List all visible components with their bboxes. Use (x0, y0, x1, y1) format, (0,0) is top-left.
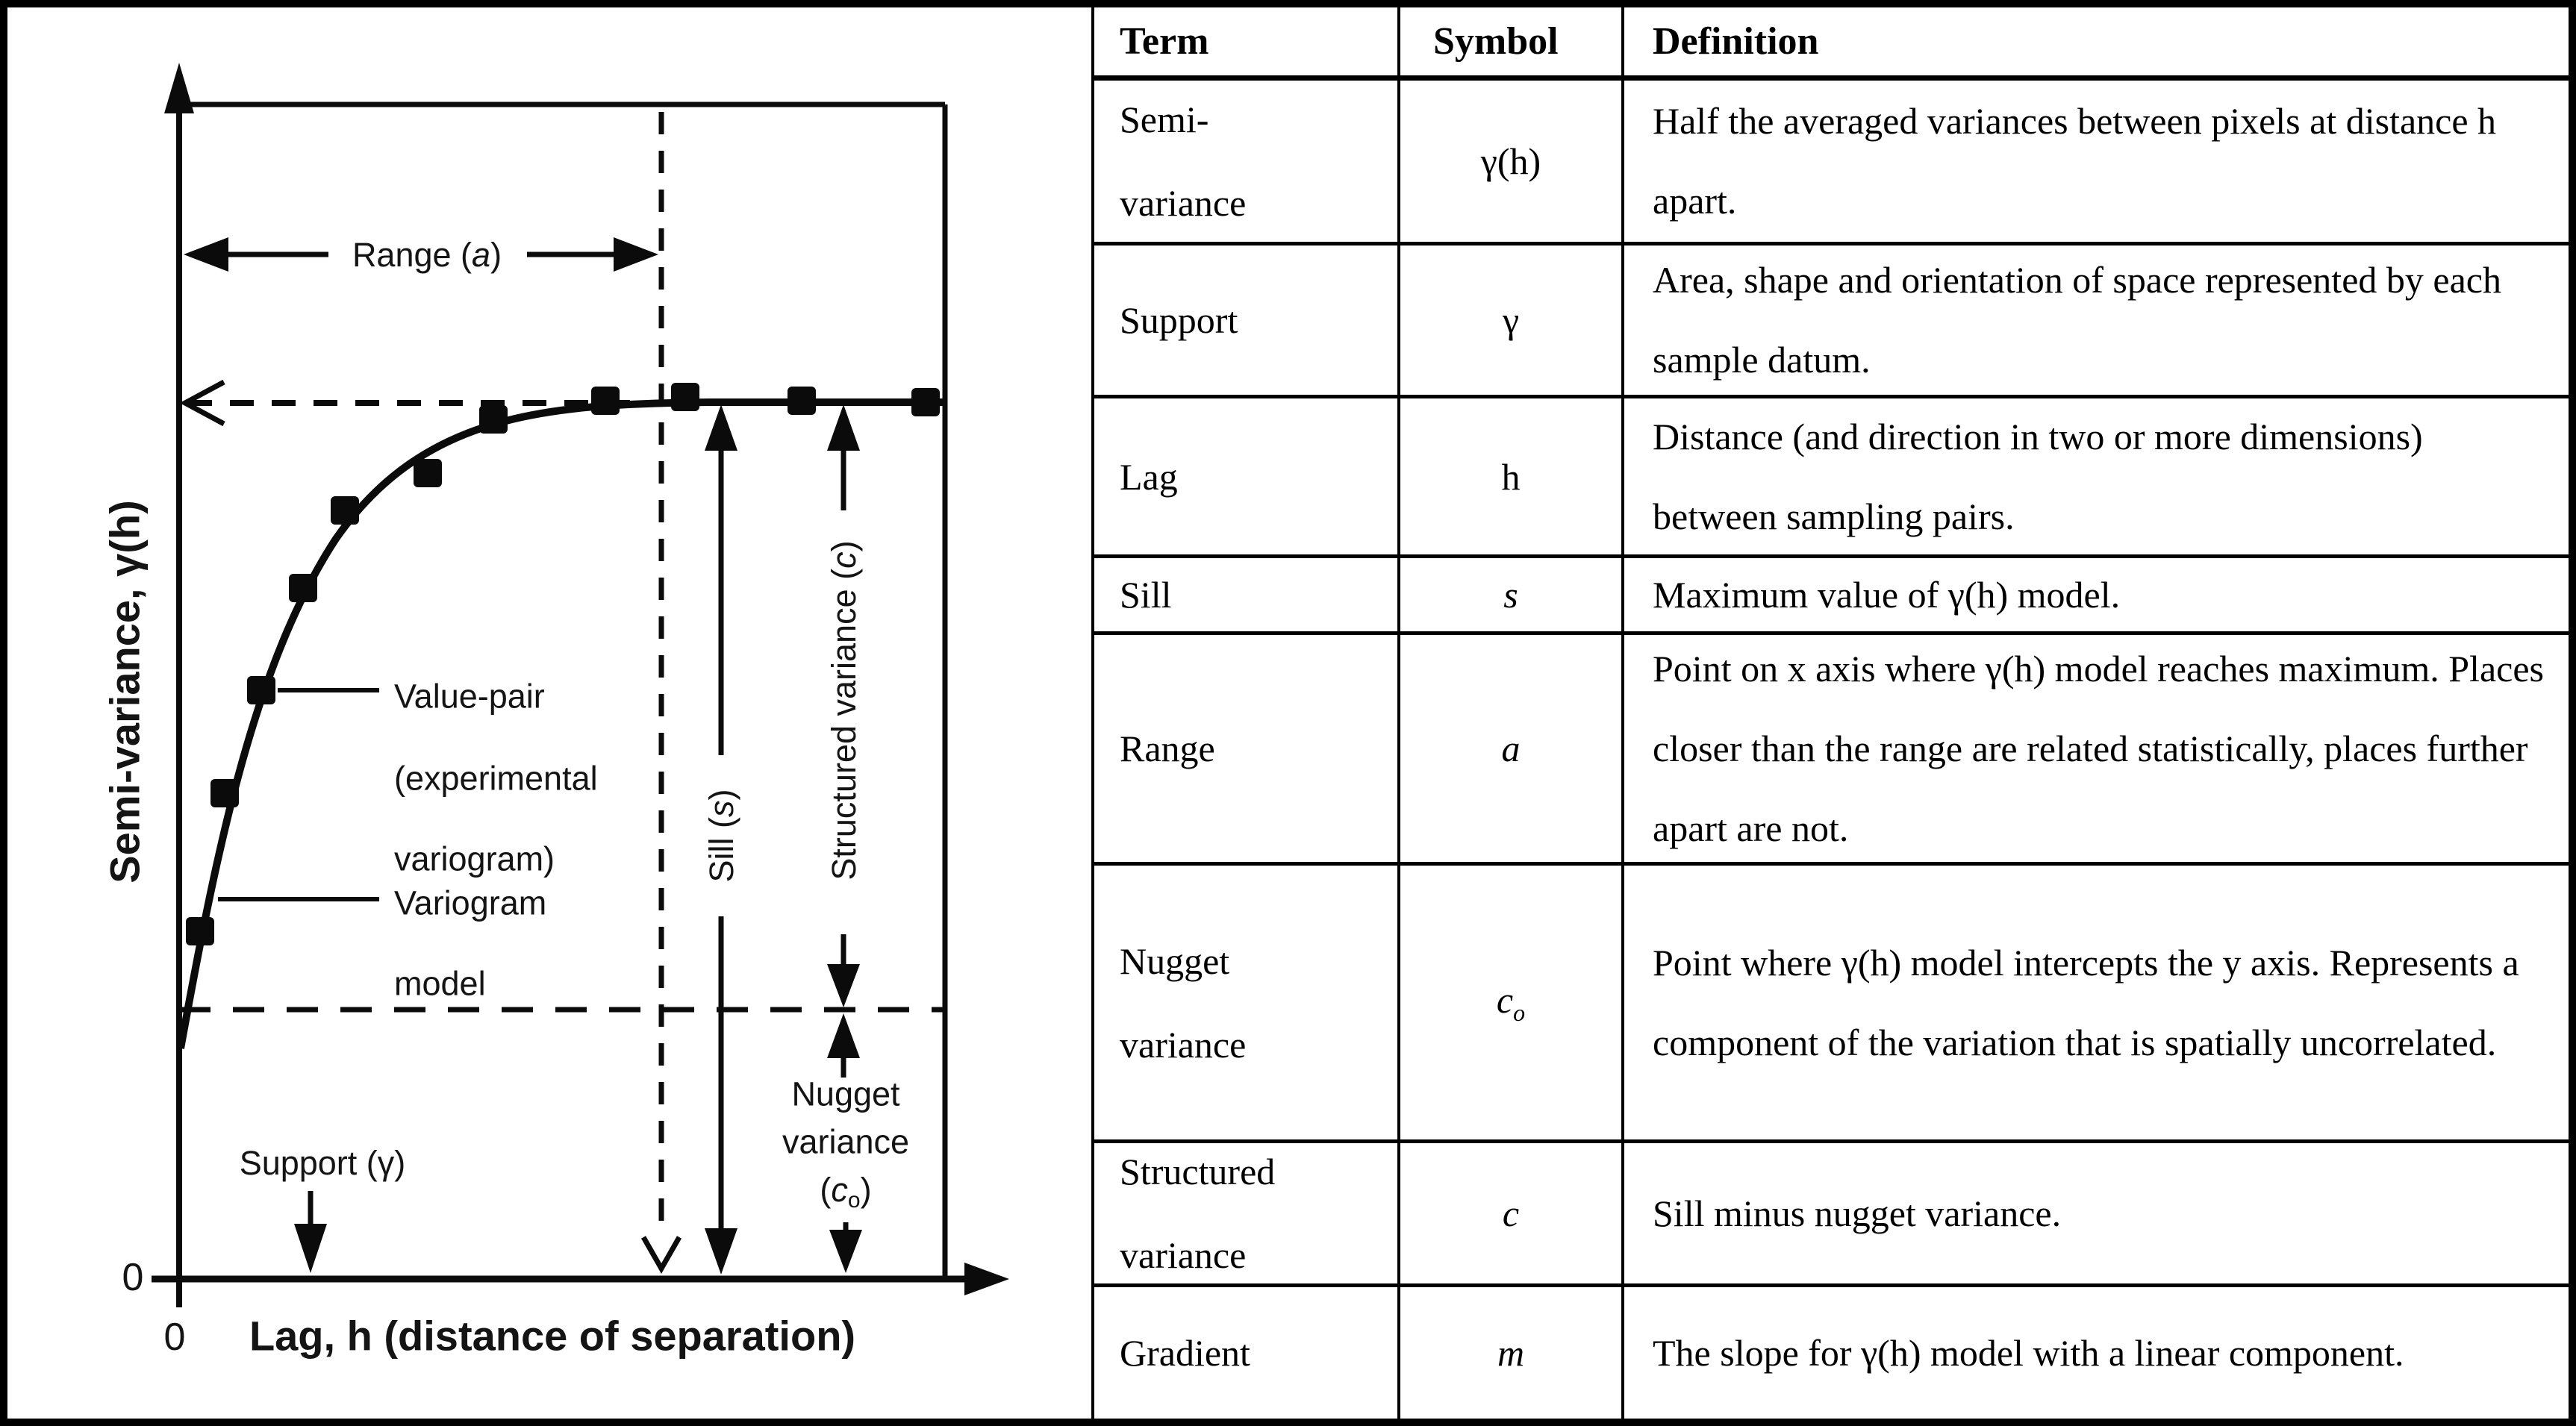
data-point-square (911, 388, 940, 416)
y-axis-title: Semi-variance, γ(h) (102, 500, 149, 884)
term-cell: Sill (1094, 558, 1400, 635)
support-label: Support (γ) (240, 1144, 406, 1182)
sill-left-arrowhead-icon (179, 379, 225, 427)
data-point-square (591, 387, 620, 415)
term-cell: Range (1094, 635, 1400, 866)
sill-label: Sill (s) (702, 789, 740, 883)
symbol-cell: h (1400, 398, 1624, 558)
x-axis-title: Lag, h (distance of separation) (249, 1313, 855, 1360)
structured-up-arrowhead-icon (827, 404, 860, 451)
definition-cell: Sill minus nugget variance. (1624, 1143, 2569, 1287)
structured-variance-annotation: Structured variance (c) (825, 404, 863, 1007)
x-axis-arrowhead-icon (964, 1263, 1009, 1295)
variogram-model-curve (177, 398, 944, 1049)
definition-cell: Distance (and direction in two or more d… (1624, 398, 2569, 558)
y-axis-arrowhead-icon (164, 63, 194, 113)
value-pair-label-line1: Value-pair (394, 678, 545, 716)
variogram-diagram: Range (a) Sill (s) Structured variance (… (102, 63, 1009, 1360)
nugget-label-line2: variance (782, 1123, 909, 1161)
experimental-points (186, 383, 940, 945)
symbol-cell: m (1400, 1287, 1624, 1419)
symbol-cell: γ(h) (1400, 81, 1624, 246)
term-cell: Gradient (1094, 1287, 1400, 1419)
data-point-square (788, 387, 816, 415)
nugget-label-line1: Nugget (791, 1075, 900, 1113)
data-point-square (210, 779, 239, 807)
range-annotation: Range (a) (184, 236, 658, 274)
value-pair-annotation: Value-pair (experimental variogram) (278, 678, 598, 878)
definition-cell: Half the averaged variances between pixe… (1624, 81, 2569, 246)
sill-down-arrowhead-icon (705, 1228, 737, 1275)
nugget-down-arrowhead-icon (829, 1230, 862, 1273)
term-cell: Support (1094, 246, 1400, 398)
range-right-arrowhead-icon (614, 237, 658, 272)
variogram-model-label-line2: model (394, 965, 486, 1003)
structured-variance-label: Structured variance (c) (825, 540, 863, 880)
data-point-square (414, 459, 442, 487)
term-cell: Lag (1094, 398, 1400, 558)
definition-cell: Maximum value of γ(h) model. (1624, 558, 2569, 635)
data-point-square (186, 917, 214, 945)
variogram-model-label-line1: Variogram (394, 884, 546, 922)
value-pair-label-line3: variogram) (394, 840, 555, 878)
variogram-model-annotation: Variogram model (218, 884, 546, 1003)
symbol-cell: γ (1400, 246, 1624, 398)
data-point-square (331, 496, 359, 525)
data-point-square (289, 574, 317, 602)
definition-cell: Area, shape and orientation of space rep… (1624, 246, 2569, 398)
x-axis-zero-label: 0 (164, 1316, 186, 1359)
y-axis-zero-label: 0 (122, 1256, 144, 1299)
symbol-cell: c (1400, 1143, 1624, 1287)
nugget-variance-annotation: Nugget variance (co) (782, 1013, 909, 1273)
support-annotation: Support (γ) (240, 1144, 406, 1273)
data-point-square (671, 383, 699, 411)
range-left-arrowhead-icon (184, 237, 228, 272)
structured-down-arrowhead-icon (827, 964, 860, 1007)
symbol-cell: a (1400, 635, 1624, 866)
symbol-cell: s (1400, 558, 1624, 635)
definition-cell: Point on x axis where γ(h) model reaches… (1624, 635, 2569, 866)
table-header-symbol: Symbol (1400, 7, 1624, 81)
table-header-definition: Definition (1624, 7, 2569, 81)
definition-cell: Point where γ(h) model intercepts the y … (1624, 866, 2569, 1143)
data-point-square (247, 676, 275, 704)
nugget-up-arrowhead-icon (827, 1013, 860, 1058)
sill-annotation: Sill (s) (702, 404, 740, 1275)
term-cell: Semi-variance (1094, 81, 1400, 246)
range-label: Range (a) (352, 236, 502, 274)
data-point-square (479, 405, 508, 434)
value-pair-label-line2: (experimental (394, 760, 598, 798)
support-arrowhead-icon (294, 1224, 327, 1273)
sill-up-arrowhead-icon (705, 404, 737, 451)
table-header-term: Term (1094, 7, 1400, 81)
nugget-label-symbol: (co) (820, 1171, 871, 1213)
range-bottom-arrowhead-icon (640, 1236, 682, 1275)
definition-cell: The slope for γ(h) model with a linear c… (1653, 1331, 2404, 1374)
symbol-cell: co (1400, 866, 1624, 1143)
